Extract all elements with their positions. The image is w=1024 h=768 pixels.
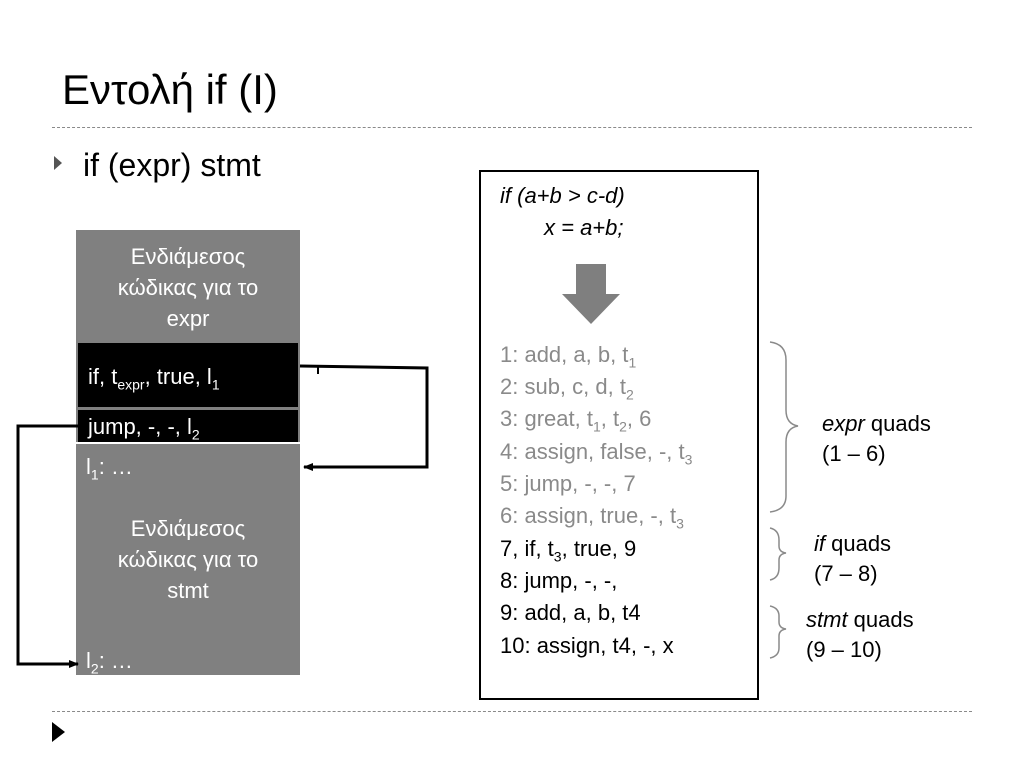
quad-text: 6: assign, true, -, t (500, 503, 677, 528)
quad-subscript: 3 (676, 515, 684, 532)
expr-block-line: κώδικας για το (117, 275, 259, 300)
quad-text: 3: great, t (500, 406, 593, 431)
quad-text: 9: add, a, b, t4 (500, 600, 641, 625)
quad-line: 5: jump, -, -, 7 (500, 471, 636, 497)
if-quads-note: if quads (7 – 8) (814, 529, 891, 589)
label-l2-sub: 2 (90, 660, 99, 677)
stmt-code-block (76, 444, 300, 675)
bullet-text: if (expr) stmt (83, 147, 261, 183)
label-l2-letter: l (86, 648, 91, 673)
quad-subscript: 3 (684, 451, 693, 468)
stmt-note-rest: quads (847, 607, 914, 632)
quad-line: 8: jump, -, -, (500, 568, 617, 594)
quad-subscript: 2 (625, 386, 634, 403)
true-branch-arrow (299, 364, 429, 471)
if-note-rest: quads (825, 531, 892, 556)
quad-subscript: 3 (553, 548, 562, 565)
label-l1-rest: : … (98, 454, 133, 479)
quad-line: 1: add, a, b, t1 (500, 342, 636, 370)
bullet-arrow-icon (54, 156, 62, 170)
quad-line: 3: great, t1, t2, 6 (500, 406, 651, 434)
quad-line: 10: assign, t4, -, x (500, 633, 674, 659)
quad-subscript: 2 (619, 418, 627, 435)
false-branch-arrow (16, 424, 80, 668)
label-l1-letter: l (86, 454, 91, 479)
expr-note-range: (1 – 6) (822, 441, 886, 466)
quad-text: 2: sub, c, d, t (500, 374, 626, 399)
quad-subscript: 1 (592, 418, 601, 435)
if-quad-text: if, texpr, true, l1 (88, 364, 220, 392)
expr-subscript: expr (117, 376, 145, 393)
quad-text: 4: assign, false, -, t (500, 439, 685, 464)
if-quad-middle: , true, l (144, 364, 212, 389)
stmt-block-line: κώδικας για το (117, 547, 259, 572)
label-l1: l1: … (86, 454, 133, 482)
expr-note-italic: expr (822, 411, 865, 436)
jump-quad-prefix: jump, -, -, l (88, 414, 192, 439)
quad-line: 6: assign, true, -, t3 (500, 503, 684, 531)
quad-text: 1: add, a, b, t (500, 342, 629, 367)
quad-text: 5: jump, -, -, 7 (500, 471, 636, 496)
jump-quad-text: jump, -, -, l2 (88, 414, 200, 442)
if-note-italic: if (814, 531, 825, 556)
stmt-quads-note: stmt quads (9 – 10) (806, 605, 914, 665)
label-l2: l2: … (86, 648, 133, 676)
stmt-note-italic: stmt (806, 607, 848, 632)
quad-text: 10: assign, t4, -, x (500, 633, 674, 658)
if-quad-prefix: if, t (88, 364, 118, 389)
label-l2-rest: : … (98, 648, 133, 673)
source-line-2: x = a+b; (544, 215, 624, 240)
quad-line: 7, if, t3, true, 9 (500, 536, 636, 564)
quad-line: 2: sub, c, d, t2 (500, 374, 634, 402)
if-note-range: (7 – 8) (814, 561, 878, 586)
quad-subscript: 1 (628, 354, 637, 371)
stmt-note-range: (9 – 10) (806, 637, 882, 662)
expr-block-label: Ενδιάμεσος κώδικας για το expr (76, 241, 300, 334)
source-line-1: if (a+b > c-d) (500, 183, 625, 208)
l1-subscript: 1 (211, 376, 220, 393)
expr-block-line: expr (166, 306, 210, 331)
quad-line: 9: add, a, b, t4 (500, 600, 641, 626)
code-panel (479, 170, 759, 700)
slide-title: Εντολή if (I) (62, 66, 278, 113)
quad-text: , 6 (626, 406, 652, 431)
expr-block-line: Ενδιάμεσος (130, 244, 246, 269)
footer-divider (52, 711, 972, 712)
quad-text: , t (600, 406, 620, 431)
jump-quad-row: jump, -, -, l2 (78, 410, 298, 442)
expr-brace (769, 341, 799, 513)
translate-down-arrow-icon (562, 264, 620, 324)
stmt-block-label: Ενδιάμεσος κώδικας για το stmt (76, 513, 300, 606)
quad-text: 8: jump, -, -, (500, 568, 618, 593)
title-divider (52, 127, 972, 128)
label-l1-sub: 1 (90, 466, 99, 483)
if-quad-row: if, texpr, true, l1 (78, 343, 298, 407)
play-icon (52, 722, 65, 742)
expr-note-rest: quads (864, 411, 931, 436)
if-brace (769, 527, 787, 581)
expr-quads-note: expr quads (1 – 6) (822, 409, 931, 469)
l2-subscript: 2 (191, 426, 200, 443)
stmt-block-line: Ενδιάμεσος (130, 516, 246, 541)
quad-text: 7, if, t (500, 536, 554, 561)
stmt-block-line: stmt (167, 578, 209, 603)
quad-text: , true, 9 (561, 536, 637, 561)
quad-line: 4: assign, false, -, t3 (500, 439, 692, 467)
stmt-brace (769, 605, 787, 659)
